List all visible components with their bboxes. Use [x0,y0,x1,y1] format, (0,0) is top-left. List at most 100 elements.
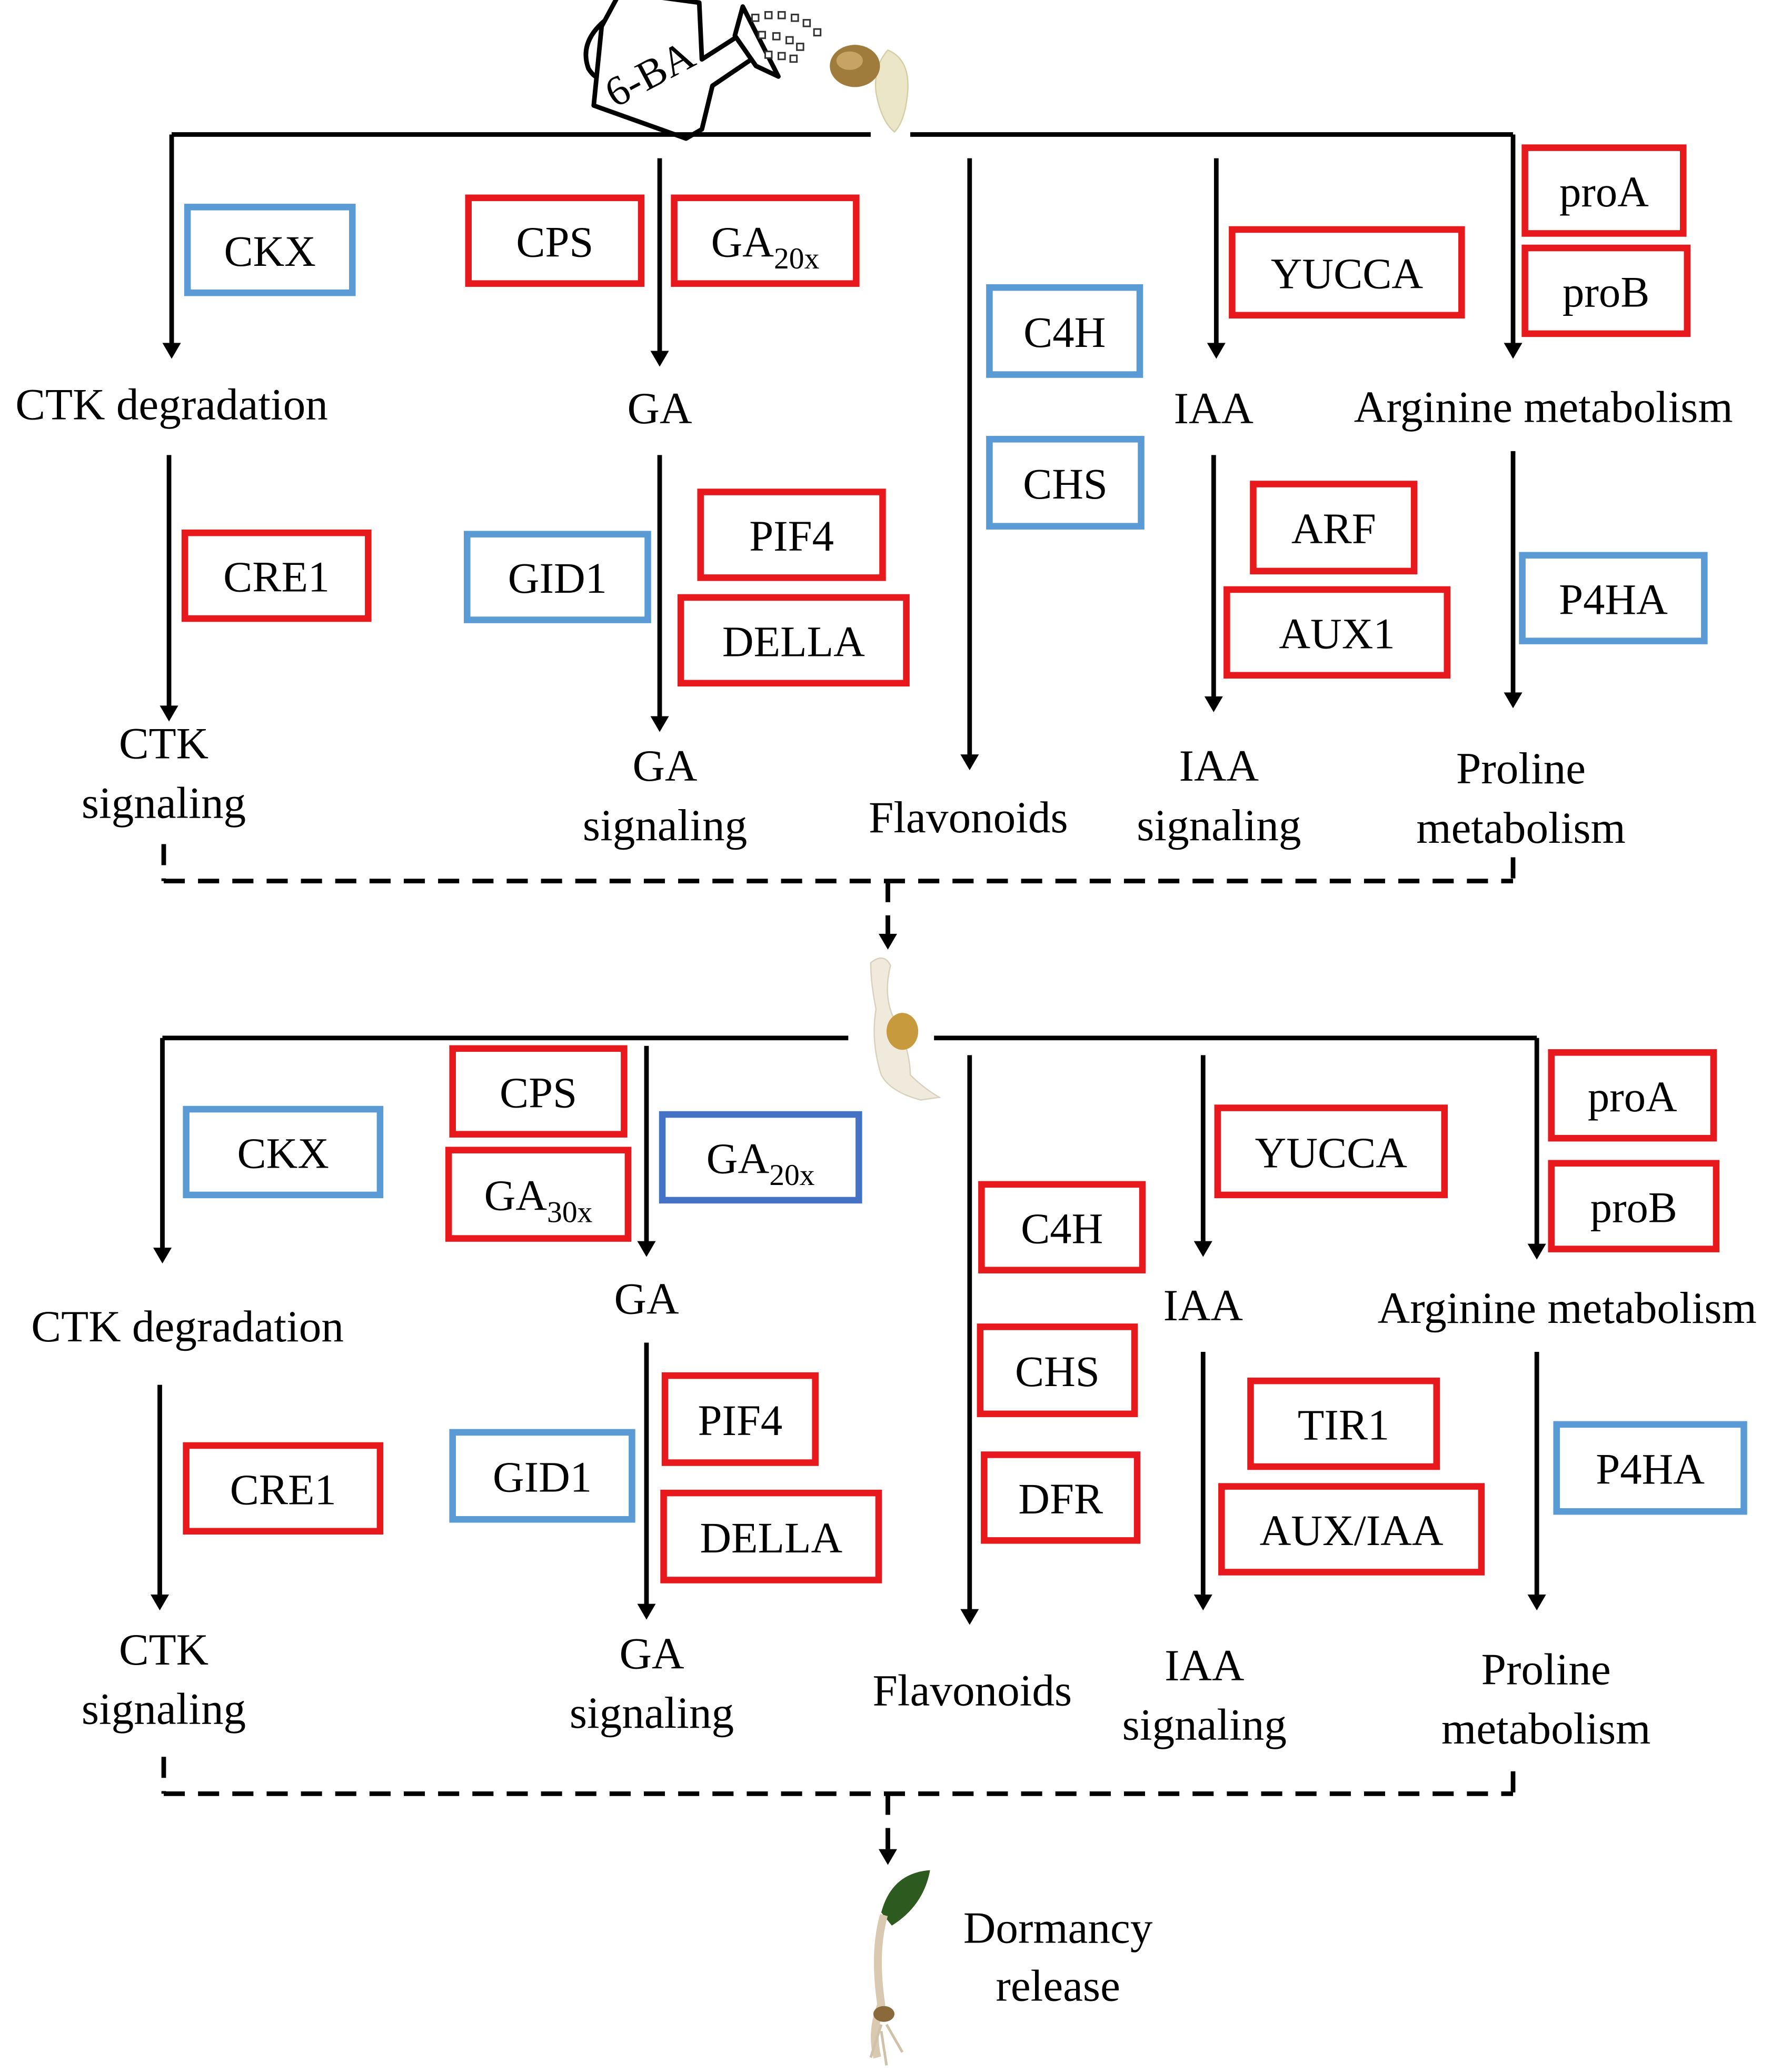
arrowhead-icon [650,716,669,732]
gene-label: CPS [516,217,593,266]
gene-label: GA30x [484,1171,593,1229]
gene-box-s1-cps: CPS [465,194,645,287]
gene-box-s1-prob: proB [1521,244,1691,337]
gene-box-border [1521,144,1687,237]
gene-box-s1-yucca: YUCCA [1229,226,1465,319]
gene-box-s1-cre1: CRE1 [181,529,372,622]
gene-box-border [184,204,356,296]
pathway-label-s1-arg: Arginine metabolism [1354,383,1733,432]
gene-label: CHS [1023,460,1108,508]
pathway-label-s1-iaa: IAA [1174,384,1253,433]
gene-box-s1-p4ha: P4HA [1519,552,1708,644]
gene-box-s2-ga30x: GA30x [445,1147,632,1242]
arrowhead-icon [1193,1241,1212,1257]
arrowhead-icon [162,343,181,359]
pathway-label-s1-iaa-sig: signaling [1137,801,1301,850]
arrowhead-icon [878,933,898,950]
pathway-label-s2-iaa: IAA [1163,1281,1243,1330]
gene-label: PIF4 [749,512,834,560]
arrowhead-icon [153,1248,172,1264]
pathway-label-s1-iaa-sig: IAA [1179,741,1259,791]
gene-box-border [465,194,645,287]
gene-box-s2-della: DELLA [660,1489,882,1583]
gene-box-s2-ckx: CKX [183,1105,384,1199]
pathway-arrows [150,132,1546,1865]
gene-box-border [977,1323,1138,1418]
gene-box-s2-cps: CPS [449,1045,628,1138]
gene-label: AUX1 [1279,609,1395,658]
gene-box-s2-dfr: DFR [981,1451,1141,1544]
pathway-label-s2-arg: Arginine metabolism [1378,1283,1757,1333]
gene-label: AUX/IAA [1260,1506,1444,1555]
gene-label: GID1 [508,554,607,602]
gene-box-s1-aux1: AUX1 [1223,586,1451,679]
gene-box-border [697,489,886,581]
gene-box-s1-c4h: C4H [986,284,1143,378]
pathway-label-s1-flav: Flavonoids [869,793,1068,842]
gene-box-border [978,1181,1146,1273]
gene-box-s1-della: DELLA [677,594,910,687]
pathway-label-s1-ctk-sig: signaling [82,778,246,828]
gene-box-border [1519,552,1708,644]
gene-box-border [986,284,1143,378]
pathway-label-s1-pro: metabolism [1416,803,1625,853]
gene-label: CPS [500,1068,577,1117]
gene-box-s1-arf: ARF [1250,481,1418,575]
pathway-label-s2-flav: Flavonoids [873,1666,1072,1715]
gene-label: GA20x [707,1134,815,1192]
gene-box-border [1214,1104,1448,1199]
outcome-label: release [996,1961,1120,2011]
arrowhead-icon [637,1603,656,1620]
gene-box-border [183,1105,384,1199]
gene-box-s2-c4h: C4H [978,1181,1146,1273]
gene-box-border [659,1111,862,1204]
gene-box-s1-pif4: PIF4 [697,489,886,581]
gene-label: proB [1590,1183,1677,1231]
gene-box-s1-ga20x: GA20x [671,194,860,287]
gene-box-border [981,1451,1141,1544]
gene-box-border [181,529,372,622]
outcome-label: Dormancy [963,1903,1153,1953]
gene-box-s2-tir1: TIR1 [1247,1377,1440,1470]
pathway-label-s2-pro: metabolism [1441,1704,1650,1754]
pathway-label-s2-ctk-sig: signaling [82,1685,246,1734]
arrowhead-icon [878,1849,898,1865]
arrowhead-icon [1527,1243,1546,1260]
pathway-label-s2-iaa-sig: IAA [1165,1641,1244,1690]
gene-label: ARF [1291,504,1376,553]
arrowhead-icon [1204,696,1223,712]
gene-box-border [1521,244,1691,337]
gene-box-s2-chs: CHS [977,1323,1138,1418]
arrowhead-icon [1504,692,1523,709]
gene-label: P4HA [1559,575,1668,623]
gene-label: PIF4 [698,1396,782,1445]
gene-box-border [449,1045,628,1138]
germinating-seed-image [830,45,909,133]
gene-label: CKX [237,1129,330,1178]
gene-label: CHS [1015,1347,1100,1396]
gene-label: YUCCA [1255,1128,1408,1177]
pathway-label-s2-ga: GA [614,1274,679,1323]
gene-box-border [1247,1377,1440,1470]
pathway-label-s2-ctk-deg: CTK degradation [31,1302,344,1351]
gene-box-border [1548,1049,1717,1142]
arrowhead-icon [637,1241,656,1257]
gene-label: DELLA [722,617,865,665]
gene-box-border [445,1147,632,1242]
gene-box-border [463,531,651,623]
gene-box-s2-proa: proA [1548,1049,1717,1142]
gene-box-border [1229,226,1465,319]
arrowhead-icon [960,754,979,771]
gene-label: CRE1 [230,1465,336,1513]
gene-box-border [661,1372,819,1466]
pathway-label-s1-ctk-sig: CTK [119,719,208,769]
gene-box-s2-ga20x: GA20x [659,1111,862,1204]
arrowhead-icon [150,1595,170,1611]
gene-box-border [1250,481,1418,575]
gene-label: DELLA [700,1513,842,1562]
gene-box-s2-auxiaa: AUX/IAA [1218,1483,1485,1576]
gene-box-border [677,594,910,687]
seedling-stage2-image [869,1870,930,2066]
gene-box-border [660,1489,882,1583]
